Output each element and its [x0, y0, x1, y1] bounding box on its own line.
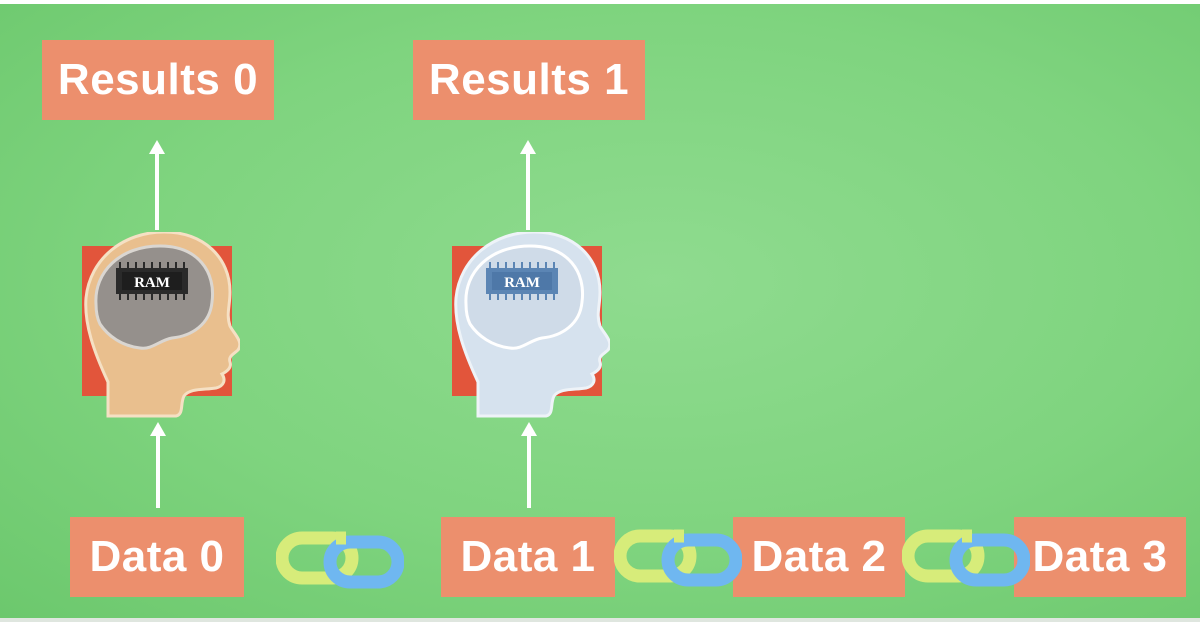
arrow-up-icon [150, 422, 166, 508]
chain-link-icon [276, 531, 404, 589]
svg-text:RAM: RAM [504, 275, 540, 291]
data-3-label: Data 3 [1032, 532, 1168, 581]
head-ram-icon: RAM [452, 232, 610, 418]
head-ram-icon: RAM [82, 232, 240, 418]
data-1-label: Data 1 [460, 532, 596, 581]
diagram-canvas: Results 0 Results 1 RAM [0, 4, 1200, 622]
arrow-up-icon [521, 422, 537, 508]
results-1-box: Results 1 [413, 40, 645, 120]
arrow-up-icon [520, 140, 536, 230]
data-2-label: Data 2 [751, 532, 887, 581]
results-1-label: Results 1 [428, 55, 630, 104]
data-0-label: Data 0 [89, 532, 225, 581]
svg-text:RAM: RAM [134, 275, 170, 291]
data-0-box: Data 0 [70, 517, 244, 597]
chain-link-icon [614, 529, 742, 587]
data-2-box: Data 2 [733, 517, 905, 597]
data-3-box: Data 3 [1014, 517, 1186, 597]
chain-link-icon [902, 529, 1030, 587]
results-0-box: Results 0 [42, 40, 274, 120]
results-0-label: Results 0 [57, 55, 259, 104]
arrow-up-icon [149, 140, 165, 230]
data-1-box: Data 1 [441, 517, 615, 597]
